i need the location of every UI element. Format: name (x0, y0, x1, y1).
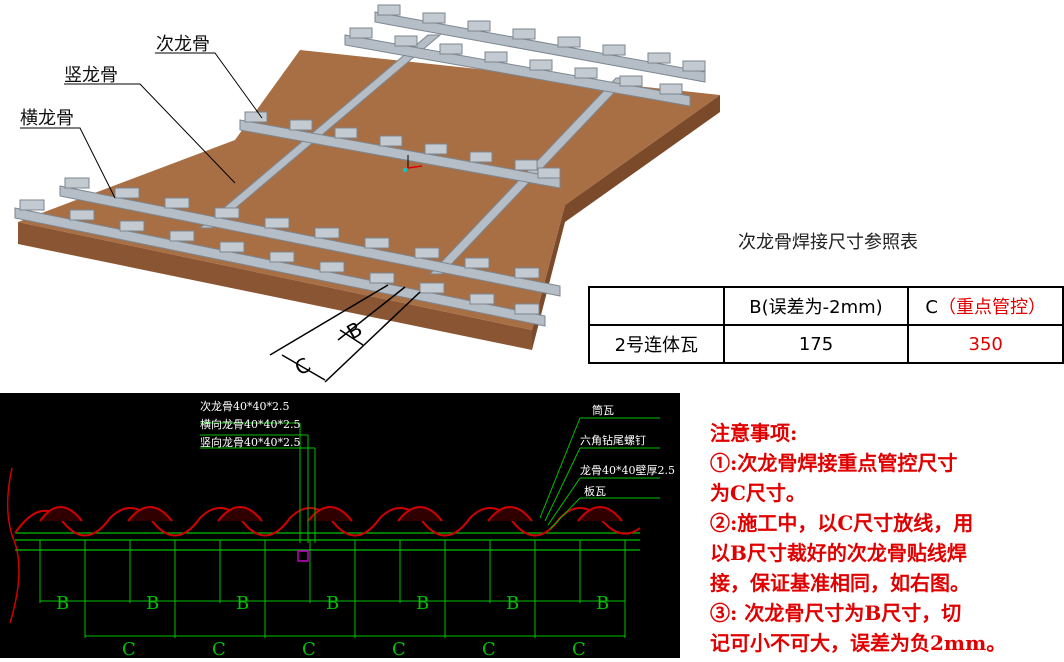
cad-b-label: B (596, 593, 609, 614)
cad-label-flat-tile: 板瓦 (584, 484, 606, 498)
cad-b-label: B (56, 593, 69, 614)
dim-label-c: C (291, 353, 315, 381)
dimension-lines (269, 284, 421, 383)
cad-base-lines (15, 532, 640, 551)
cad-right-labels: 筒瓦 六角钻尾螺钉 龙骨40*40壁厚2.5 板瓦 (580, 403, 675, 498)
cad-svg: B B B B B B B C C C C C C 次龙骨40*40*2.5 横… (6, 399, 675, 660)
cad-b-label: B (506, 593, 519, 614)
break-line (6, 467, 20, 624)
notes-line: ①:次龙骨焊接重点管控尺寸 (710, 451, 958, 475)
cad-c-labels: C C C C C C (122, 639, 586, 660)
cad-marker (297, 550, 309, 562)
table-header-cell (588, 286, 725, 326)
table-cell: 350 (907, 324, 1064, 364)
cad-b-label: B (416, 593, 429, 614)
cad-b-label: B (146, 593, 159, 614)
board-side-front (18, 222, 532, 350)
label-vertical-keel: 竖龙骨 (64, 65, 118, 86)
cad-c-label: C (212, 639, 226, 658)
cad-c-label: C (122, 639, 136, 658)
header-c-note: （重点管控） (937, 297, 1046, 318)
table-title: 次龙骨焊接尺寸参照表 (738, 232, 918, 253)
horizontal-keels (14, 11, 706, 327)
notes-line: 接，保证基准相同，如右图。 (710, 571, 970, 595)
board-side-right (532, 95, 720, 350)
secondary-keel-blocks (19, 4, 706, 315)
notes-block: 注意事项: ①:次龙骨焊接重点管控尺寸 为C尺寸。 ②:施工中，以C尺寸放线，用… (710, 418, 1055, 658)
notes-heading: 注意事项: (710, 421, 798, 445)
cad-label-screw: 六角钻尾螺钉 (580, 433, 646, 447)
reference-table: B(误差为-2mm) C（重点管控） 2号连体瓦 175 350 (588, 286, 1064, 364)
cad-c-label: C (392, 639, 406, 658)
keel-3d-diagram: 次龙骨 竖龙骨 横龙骨 B C (14, 4, 720, 383)
cad-label-horizontal-keel: 横向龙骨40*40*2.5 (200, 417, 301, 431)
label-secondary-keel: 次龙骨 (156, 34, 210, 55)
notes-line: 以B尺寸裁好的次龙骨贴线焊 (710, 541, 967, 565)
notes-line: ②:施工中，以C尺寸放线，用 (710, 511, 974, 535)
label-leaders (20, 52, 263, 199)
board-top (18, 50, 720, 330)
table-row: 2号连体瓦 175 350 (588, 324, 1064, 364)
cad-b-label: B (326, 593, 339, 614)
cad-label-tube-tile: 筒瓦 (592, 403, 614, 417)
cad-b-labels: B B B B B B B (56, 593, 609, 614)
label-horizontal-keel: 横龙骨 (20, 108, 74, 129)
notes-line: 为C尺寸。 (710, 481, 806, 505)
cad-label-vertical-keel: 竖向龙骨40*40*2.5 (200, 435, 301, 449)
table-cell: 175 (722, 324, 910, 364)
notes-line: ③: 次龙骨尺寸为B尺寸，切 (710, 601, 962, 625)
cad-left-labels: 次龙骨40*40*2.5 横向龙骨40*40*2.5 竖向龙骨40*40*2.5 (200, 399, 301, 449)
axis-marker (403, 155, 423, 172)
table-header-cell: C（重点管控） (907, 286, 1064, 326)
cad-c-label: C (572, 639, 586, 658)
cad-c-label: C (302, 639, 316, 658)
cad-label-keel-spec: 龙骨40*40壁厚2.5 (580, 463, 675, 477)
cad-dim-lines (39, 417, 660, 638)
table-cell: 2号连体瓦 (588, 324, 725, 364)
cad-section-drawing: B B B B B B B C C C C C C 次龙骨40*40*2.5 横… (0, 393, 680, 660)
cad-b-label: B (236, 593, 249, 614)
cad-c-label: C (482, 639, 496, 658)
table-header-cell: B(误差为-2mm) (722, 286, 910, 326)
table-header-row: B(误差为-2mm) C（重点管控） (588, 286, 1064, 326)
cad-label-secondary-keel: 次龙骨40*40*2.5 (200, 399, 290, 413)
tube-tiles (39, 506, 623, 522)
notes-line: 记可小不可大，误差为负2mm。 (710, 631, 1007, 655)
header-c-letter: C (925, 297, 938, 318)
